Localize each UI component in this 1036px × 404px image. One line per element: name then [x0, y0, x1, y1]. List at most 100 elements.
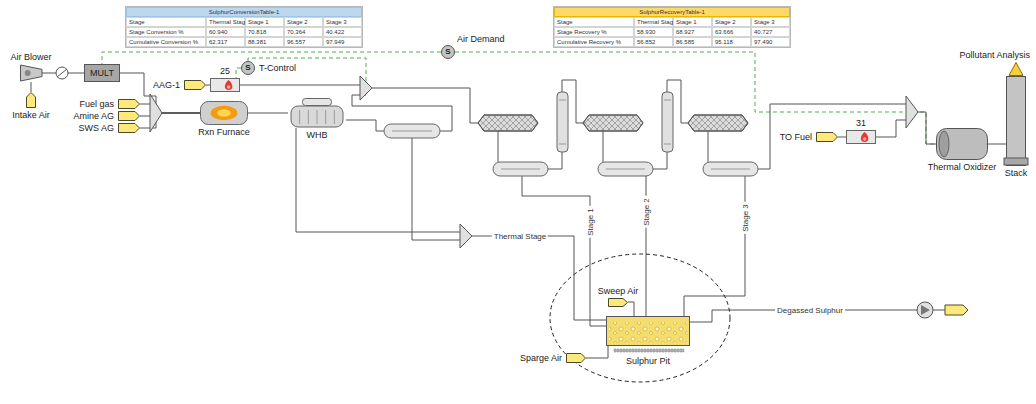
- feed-arrow: TO Fuel: [816, 132, 838, 142]
- arrow-shape: [119, 100, 140, 109]
- control-signal-line: [248, 58, 366, 82]
- furnace-shell: [201, 102, 248, 125]
- process-line: [548, 152, 562, 169]
- process-line: [412, 138, 466, 240]
- oxidizer-shell: [937, 129, 988, 160]
- table-cell: 97.490: [751, 37, 790, 47]
- stream-label: Degassed Sulphur: [775, 306, 845, 315]
- node-outline: [20, 64, 42, 82]
- stream-label: Stage 1: [586, 206, 595, 238]
- process-line: [240, 85, 366, 86]
- table-cell: 40.422: [323, 27, 362, 37]
- spreadsheet-op: SAir Demand: [441, 45, 455, 59]
- data-table: SulphurConversionTable-1StageThermal Sta…: [125, 6, 363, 48]
- steam-drum: [303, 99, 332, 106]
- node-outline: [846, 130, 876, 144]
- node-label: Air Blower: [10, 52, 51, 62]
- table-cell: Stage: [554, 17, 634, 27]
- feed-arrow: Intake Air: [26, 92, 36, 108]
- node-outline: [288, 98, 346, 128]
- mixer-symbol: [360, 76, 372, 100]
- node-outline: [608, 298, 628, 307]
- mixer-symbol: [150, 76, 918, 248]
- node-label: Amine AG: [73, 111, 114, 121]
- cooler-symbol: [56, 67, 68, 79]
- stack-body: [1007, 77, 1026, 166]
- table-cell: Thermal Stage: [206, 17, 245, 27]
- mixer-symbol: [150, 94, 162, 132]
- process-line: [522, 176, 606, 326]
- table-cell: 68.927: [673, 27, 712, 37]
- heater-box: [847, 131, 876, 144]
- table-cell: 63.666: [712, 27, 751, 37]
- reheater-column: [557, 92, 568, 152]
- stack: Stack: [1006, 76, 1026, 166]
- table-cell: Stage Recovery %: [554, 27, 634, 37]
- node-outline: [566, 353, 586, 363]
- node-label: T-Control: [259, 63, 296, 73]
- sparger-bar: [614, 349, 684, 352]
- heater-box: [211, 79, 240, 92]
- node-outline: [606, 316, 690, 346]
- converter-bed: [478, 115, 538, 131]
- process-line: [758, 104, 912, 169]
- node-outline: [210, 78, 240, 92]
- product-arrow: [945, 305, 968, 315]
- table-cell: Stage 2: [712, 17, 751, 27]
- table-cell: Stage 1: [673, 17, 712, 27]
- boiler-tube: [334, 110, 335, 124]
- table-cell: 96.557: [284, 37, 323, 47]
- feed-arrow: Sweep Air: [608, 298, 628, 307]
- reheater-column: [559, 100, 671, 144]
- stream-label: Stage 2: [642, 196, 651, 228]
- arrow-shape: [119, 124, 140, 133]
- table-title: SulphurRecoveryTable-1: [554, 7, 790, 17]
- table-cell: 56.852: [634, 37, 673, 47]
- blower-body: [21, 65, 43, 81]
- condenser-symbol: [392, 131, 750, 169]
- highlight-ellipse: [550, 254, 730, 382]
- table-title: SulphurConversionTable-1: [126, 7, 362, 17]
- process-line: [240, 80, 945, 326]
- flame: [217, 109, 230, 117]
- process-line: [933, 310, 945, 311]
- sulphur-pit: Sulphur Pit: [606, 316, 690, 346]
- fired-heater: 25: [210, 78, 240, 92]
- thermal-oxidizer: Thermal Oxidizer: [936, 128, 988, 160]
- reheater-column: [662, 92, 673, 152]
- node-label: 31: [856, 118, 866, 128]
- oxidizer-end: [939, 131, 949, 157]
- node-label: Intake Air: [12, 110, 50, 120]
- table-cell: 70.818: [245, 27, 284, 37]
- arrow-shape: [817, 133, 838, 142]
- converter-bed: [688, 115, 748, 131]
- node-outline: [118, 111, 140, 121]
- feed-arrow: AAG-1: [184, 80, 206, 90]
- boiler-tube: [299, 110, 300, 124]
- converter-bed: [478, 115, 538, 131]
- process-line: [653, 152, 667, 169]
- stream-line: [248, 113, 288, 114]
- arrow-shape: [567, 354, 586, 363]
- arrow-shape: [119, 112, 140, 121]
- fired-heater: 31: [846, 130, 876, 144]
- reaction-furnace: Rxn Furnace: [200, 101, 248, 125]
- process-line: [346, 120, 384, 131]
- process-line: [684, 176, 745, 316]
- pump-symbol: [917, 302, 933, 318]
- node-outline: [200, 101, 248, 125]
- spreadsheet-op: ST-Control: [241, 61, 255, 75]
- node-label: Sulphur Pit: [626, 356, 670, 366]
- node-label: Fuel gas: [79, 99, 114, 109]
- table-cell: 86.585: [673, 37, 712, 47]
- feed-arrow: Fuel gas: [118, 99, 140, 109]
- signal-line: [236, 68, 241, 78]
- node-outline: [184, 80, 206, 90]
- op-circle: [442, 46, 455, 59]
- process-line: [296, 128, 466, 232]
- node-label: WHB: [307, 130, 328, 140]
- node-label: SWS AG: [78, 123, 114, 133]
- converter-bed: [583, 115, 643, 131]
